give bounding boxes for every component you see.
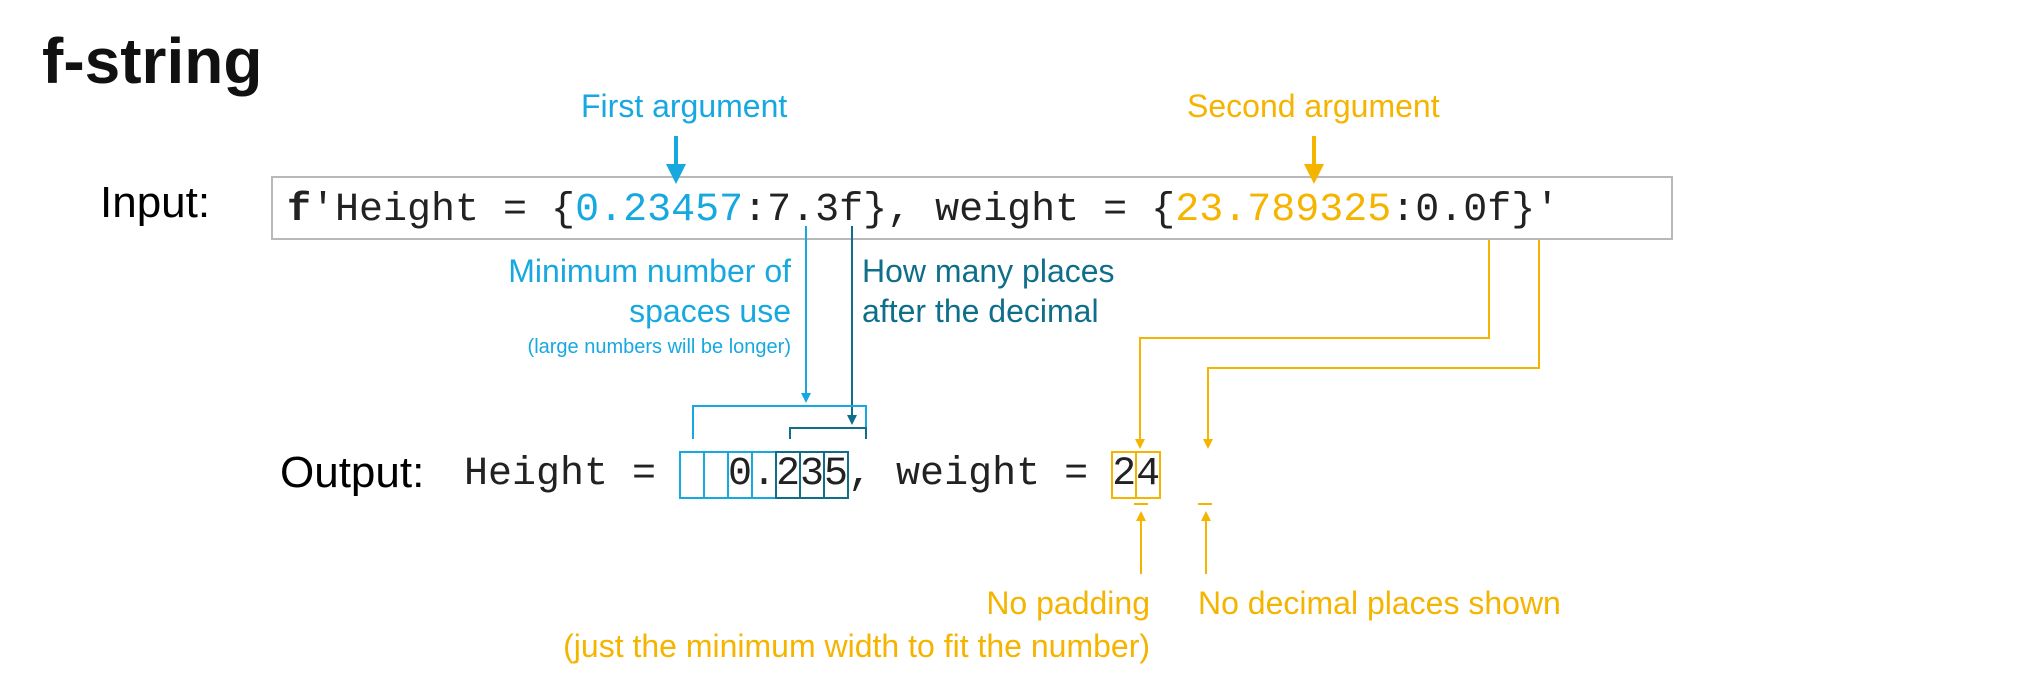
second-precision-arrow (1203, 240, 1540, 449)
input-code-box (271, 176, 1673, 240)
input-code: f'Height = {0.23457:7.3f}, weight = {23.… (287, 188, 1559, 233)
second-argument-value: 23.789325 (1175, 188, 1392, 233)
no-padding-note: (just the minimum width to fit the numbe… (563, 628, 1150, 664)
input-label: Input: (100, 178, 211, 227)
weight-cell-0: 2 (1111, 451, 1138, 499)
second-format-spec: :0.0f (1391, 188, 1512, 233)
first-argument-label: First argument (581, 88, 788, 124)
second-argument-label: Second argument (1187, 88, 1440, 124)
weight-cell-1: 4 (1135, 451, 1162, 499)
width-cell-4: 2 (775, 451, 802, 499)
first-format-spec: :7.3f (743, 188, 864, 233)
width-cell-6: 5 (823, 451, 850, 499)
min-spaces-line-2: spaces use (629, 293, 791, 329)
f-prefix: f (287, 188, 312, 233)
width-bracket (692, 405, 867, 439)
precision-bracket (789, 427, 867, 439)
output-label: Output: (280, 448, 425, 497)
no-decimal-label: No decimal places shown (1198, 585, 1561, 621)
width-cells: 0.235 (679, 451, 850, 499)
min-spaces-line-1: Minimum number of (508, 253, 791, 289)
width-cell-2: 0 (727, 451, 754, 499)
output-part-1: Height = (464, 452, 681, 497)
output-part-2: , weight = (848, 452, 1113, 497)
width-cell-5: 3 (799, 451, 826, 499)
width-cell-3: . (751, 451, 778, 499)
places-line-1: How many places (862, 253, 1115, 289)
output-code: Height = 0.235, weight = 24 (464, 451, 1162, 499)
second-width-arrow (1135, 240, 1490, 449)
input-part-2: }, weight = { (863, 188, 1176, 233)
first-argument-value: 0.23457 (575, 188, 744, 233)
weight-cells: 24 (1111, 451, 1162, 499)
places-line-2: after the decimal (862, 293, 1099, 329)
min-spaces-note: (large numbers will be longer) (527, 336, 791, 358)
no-padding-label: No padding (986, 585, 1150, 621)
input-part-3: }' (1511, 188, 1560, 233)
input-part-1: 'Height = { (311, 188, 576, 233)
page-title: f-string (42, 25, 263, 97)
